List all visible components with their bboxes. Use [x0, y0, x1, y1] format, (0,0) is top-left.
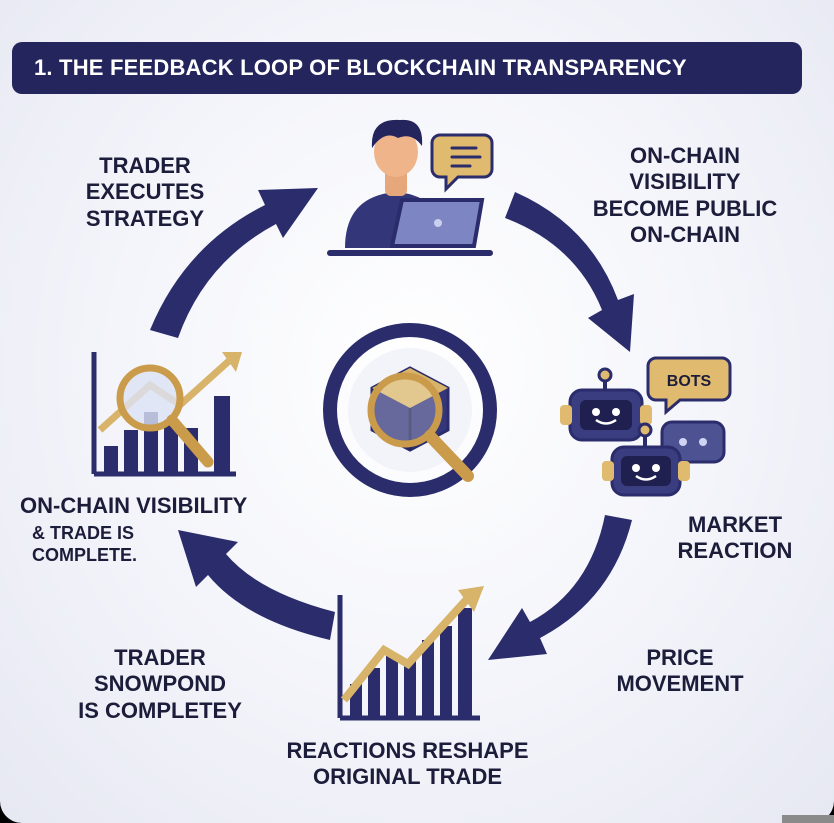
robot-icon	[602, 422, 690, 497]
arrow-to-bots-icon	[505, 192, 634, 352]
magnifier-cube-icon	[323, 323, 497, 497]
arrow-to-reactions-icon	[488, 515, 632, 660]
label-price-movement: PRICE MOVEMENT	[616, 645, 744, 697]
arrow-to-visibility-icon	[178, 530, 335, 640]
page-title: 1. THE FEEDBACK LOOP OF BLOCKCHAIN TRANS…	[12, 42, 802, 94]
arrow-to-trader-icon	[150, 188, 318, 338]
label-trader-executes: TRADER EXECUTES STRATEGY	[85, 153, 205, 231]
trader-laptop-icon	[327, 119, 493, 256]
chart-magnifier-icon	[91, 352, 242, 477]
label-onchain-visibility-complete: ON-CHAIN VISIBILITY & TRADE IS COMPLETE.	[20, 493, 248, 565]
chat-bubble-icon	[430, 133, 494, 193]
rising-bar-chart-icon	[337, 586, 484, 721]
label-trader-snowpond: TRADER SNOWPOND IS COMPLETEY	[78, 645, 242, 723]
label-reactions-reshape: REACTIONS RESHAPE ORIGINAL TRADE	[286, 738, 529, 790]
loop-arrows	[150, 188, 634, 660]
label-market-reaction: MARKET REACTION	[677, 512, 793, 564]
corner-bar	[782, 815, 834, 823]
bots-bubble-label: BOTS	[667, 373, 712, 390]
bots-bubble-icon: BOTS	[646, 356, 732, 416]
robot-icon	[560, 367, 652, 442]
label-onchain-visibility-public: ON-CHAIN VISIBILITY BECOME PUBLIC ON-CHA…	[592, 143, 778, 248]
